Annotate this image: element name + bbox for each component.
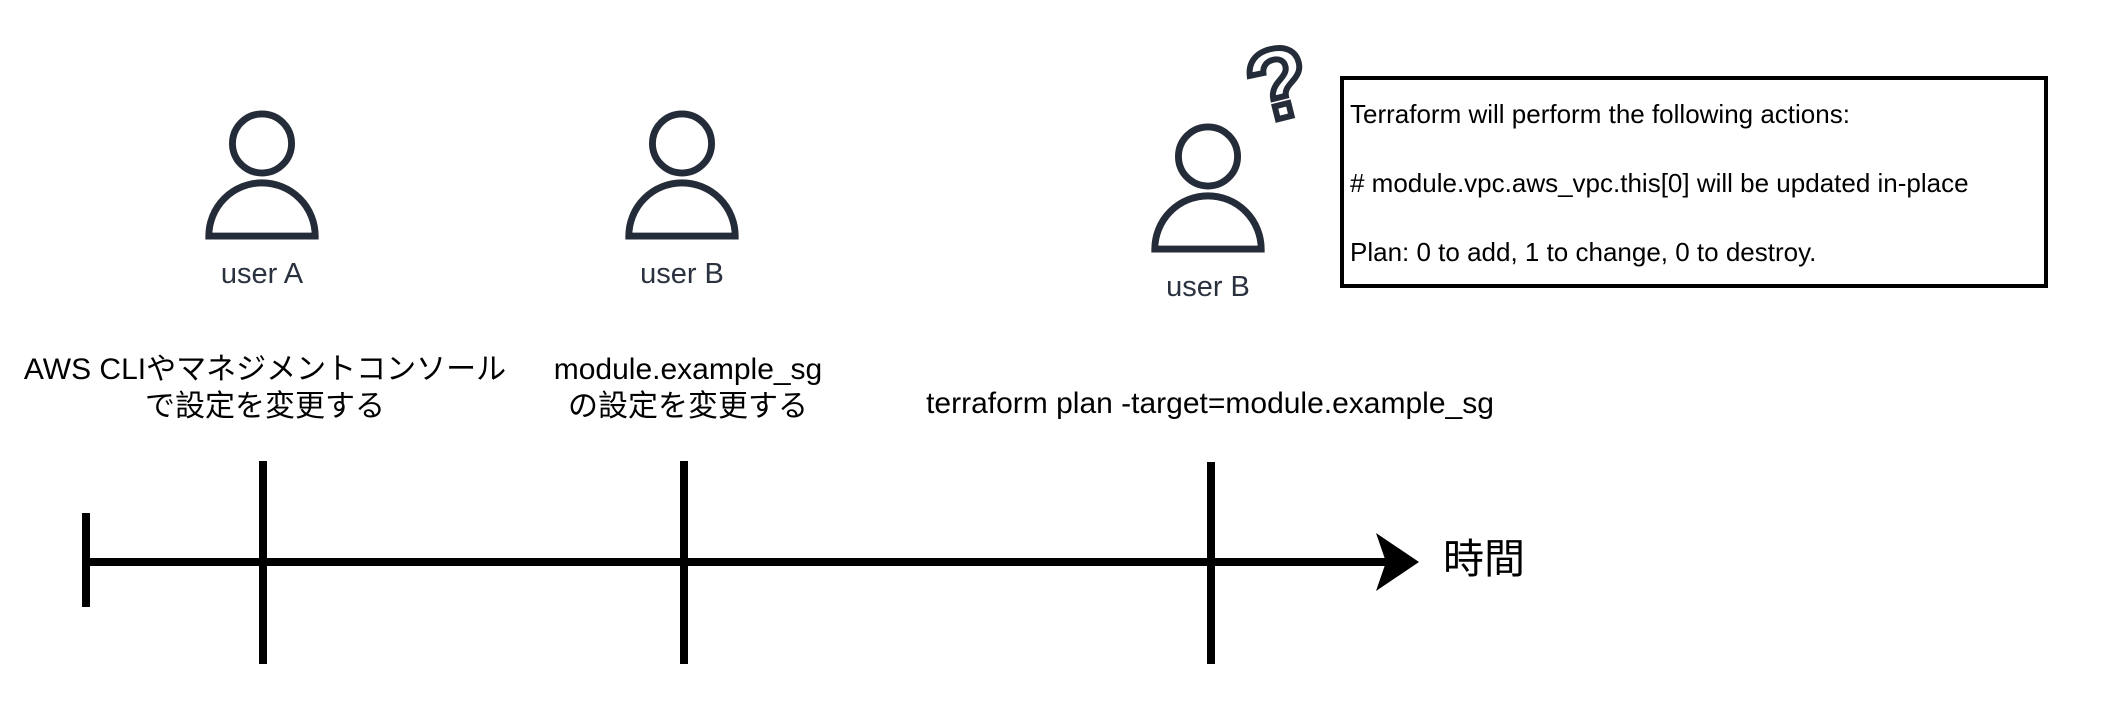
event-label-aws-cli-change: AWS CLIやマネジメントコンソール で設定を変更する [15,351,515,425]
question-mark-icon: ? [1233,24,1323,139]
plan-box-line-1: Terraform will perform the following act… [1350,99,1850,129]
event-label-module-change: module.example_sg の設定を変更する [538,351,838,425]
person-icon [205,110,319,240]
actor-label: user B [640,258,724,290]
event-text-line: の設定を変更する [568,390,808,423]
timeline-lines [82,461,1398,664]
event-label-terraform-plan-command: terraform plan -target=module.example_sg [905,385,1515,422]
plan-box-line-2: # module.vpc.aws_vpc.this[0] will be upd… [1350,168,1969,198]
actor-user-a: user A [202,108,322,290]
person-icon [625,110,739,240]
actor-user-b: user B [622,108,742,290]
terraform-plan-box: Terraform will perform the following act… [1340,76,2048,288]
svg-text:?: ? [1235,24,1321,139]
event-text-line: terraform plan -target=module.example_sg [926,387,1494,420]
person-body [625,179,739,240]
event-text-line: module.example_sg [553,353,823,386]
event-text-line: で設定を変更する [145,390,385,423]
arrowhead-icon [1376,533,1419,591]
person-head [1175,123,1241,190]
person-body [1151,192,1265,253]
actor-label: user A [220,258,304,290]
time-axis-label: 時間 [1443,536,1525,582]
actor-label: user B [1166,271,1250,303]
plan-box-line-3: Plan: 0 to add, 1 to change, 0 to destro… [1350,237,1817,267]
actor-user-b-confused: user B [1148,121,1268,303]
person-body [205,179,319,240]
person-head [649,110,715,177]
person-head [229,110,295,177]
event-text-line: AWS CLIやマネジメントコンソール [23,353,507,386]
person-icon [1151,123,1265,253]
